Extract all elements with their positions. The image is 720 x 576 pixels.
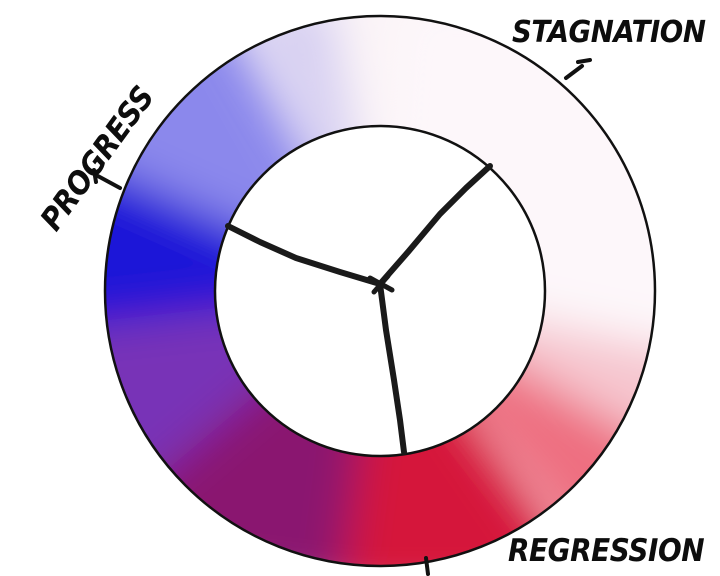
ring-fill	[105, 16, 656, 566]
spoke-to-progress	[225, 223, 383, 287]
progress-tick	[92, 168, 122, 190]
spoke-to-stagnation	[377, 163, 493, 287]
regression-label: REGRESSION	[508, 533, 705, 569]
spokes	[225, 163, 493, 455]
stagnation-tick	[564, 58, 592, 80]
ring-outer-outline	[103, 14, 657, 568]
stagnation-label: STAGNATION	[512, 15, 706, 50]
ring-inner-outline	[213, 124, 547, 458]
regression-tick	[424, 556, 430, 576]
spoke-to-regression	[377, 281, 407, 455]
